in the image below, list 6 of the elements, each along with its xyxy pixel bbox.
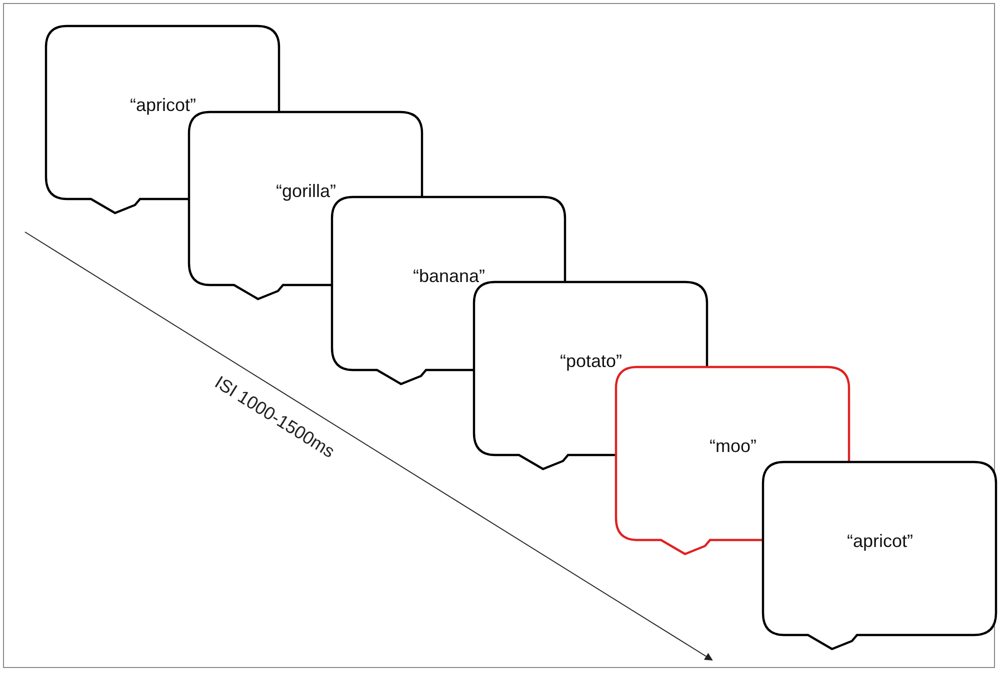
word-text: “apricot” bbox=[846, 531, 914, 552]
word-text: “moo” bbox=[708, 436, 758, 457]
word-text: “gorilla” bbox=[274, 181, 337, 202]
word-text: “potato” bbox=[558, 351, 624, 372]
word-text: “apricot” bbox=[128, 95, 197, 116]
word-text: “banana” bbox=[412, 266, 486, 287]
